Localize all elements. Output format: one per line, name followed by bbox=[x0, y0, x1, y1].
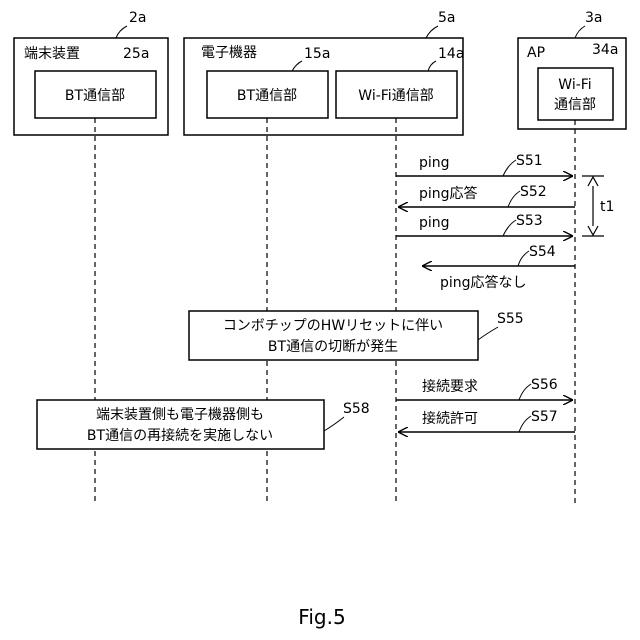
s56-label: 接続要求 bbox=[422, 378, 478, 395]
s58-line1: 端末装置側も電子機器側も bbox=[96, 407, 264, 423]
access-point-name: AP bbox=[527, 45, 545, 61]
s51-label: ping bbox=[419, 155, 450, 171]
s53-label: ping bbox=[419, 215, 450, 231]
s58-line2: BT通信の再接続を実施しない bbox=[87, 427, 273, 444]
s57-leader bbox=[519, 416, 531, 432]
electronic-wifi-unit-ref: 14a bbox=[438, 46, 464, 62]
s52-step: S52 bbox=[520, 184, 547, 200]
electronic-wifi-unit-label: Wi-Fi通信部 bbox=[358, 88, 433, 104]
message-s54: ping応答なし S54 bbox=[422, 244, 575, 291]
s58-step: S58 bbox=[343, 401, 370, 417]
electronic-wifi-unit-ref-leader bbox=[428, 61, 436, 71]
s55-step: S55 bbox=[497, 311, 524, 327]
s53-step: S53 bbox=[516, 213, 543, 229]
terminal-device-name: 端末装置 bbox=[24, 46, 80, 62]
electronic-bt-unit-label: BT通信部 bbox=[237, 88, 297, 104]
electronic-device: 電子機器 5a BT通信部 15a Wi-Fi通信部 14a bbox=[184, 10, 464, 135]
t1-arrow-up bbox=[588, 177, 598, 186]
s58-leader bbox=[324, 417, 344, 431]
s55-line2: BT通信の切断が発生 bbox=[268, 339, 398, 355]
ap-wifi-unit-line1: Wi-Fi bbox=[558, 77, 591, 93]
s57-label: 接続許可 bbox=[422, 410, 478, 427]
s57-step: S57 bbox=[531, 409, 558, 425]
terminal-bt-unit-label: BT通信部 bbox=[65, 88, 125, 104]
electronic-bt-unit-ref-leader bbox=[292, 61, 302, 71]
access-point-ref-leader bbox=[575, 26, 585, 38]
note-s58: 端末装置側も電子機器側も BT通信の再接続を実施しない S58 bbox=[37, 400, 370, 449]
interval-t1: t1 bbox=[582, 176, 614, 236]
s54-leader bbox=[518, 251, 529, 266]
terminal-device-ref: 2a bbox=[129, 10, 147, 26]
ap-wifi-unit-line2: 通信部 bbox=[554, 97, 596, 113]
message-s56: 接続要求 S56 bbox=[396, 377, 573, 400]
electronic-bt-unit-ref: 15a bbox=[304, 46, 330, 62]
electronic-device-name: 電子機器 bbox=[201, 45, 257, 61]
figure-caption: Fig.5 bbox=[298, 605, 345, 629]
terminal-bt-unit-ref: 25a bbox=[123, 46, 149, 62]
electronic-device-ref: 5a bbox=[438, 10, 456, 26]
message-s51: ping S51 bbox=[396, 153, 573, 176]
ap-wifi-unit-ref: 34a bbox=[592, 42, 618, 58]
s55-leader bbox=[478, 327, 498, 340]
s51-leader bbox=[503, 160, 516, 176]
terminal-device-ref-leader bbox=[116, 26, 127, 38]
s56-leader bbox=[519, 384, 531, 400]
s55-line1: コンボチップのHWリセットに伴い bbox=[223, 318, 443, 334]
message-s53: ping S53 bbox=[396, 213, 573, 236]
access-point: AP 3a Wi-Fi 通信部 34a bbox=[518, 10, 626, 129]
electronic-device-ref-leader bbox=[426, 26, 438, 38]
t1-label: t1 bbox=[600, 199, 614, 215]
access-point-ref: 3a bbox=[585, 10, 603, 26]
note-s55: コンボチップのHWリセットに伴い BT通信の切断が発生 S55 bbox=[189, 311, 524, 360]
t1-arrow-down bbox=[588, 226, 598, 235]
terminal-device: 端末装置 2a BT通信部 25a bbox=[14, 10, 168, 135]
s51-step: S51 bbox=[516, 153, 543, 169]
message-s57: 接続許可 S57 bbox=[398, 409, 575, 432]
s53-leader bbox=[503, 220, 516, 236]
s54-label: ping応答なし bbox=[440, 274, 527, 291]
s52-label: ping応答 bbox=[419, 185, 478, 202]
s54-step: S54 bbox=[529, 244, 556, 260]
message-s52: ping応答 S52 bbox=[398, 184, 575, 207]
s56-step: S56 bbox=[531, 377, 558, 393]
s52-leader bbox=[508, 191, 520, 207]
